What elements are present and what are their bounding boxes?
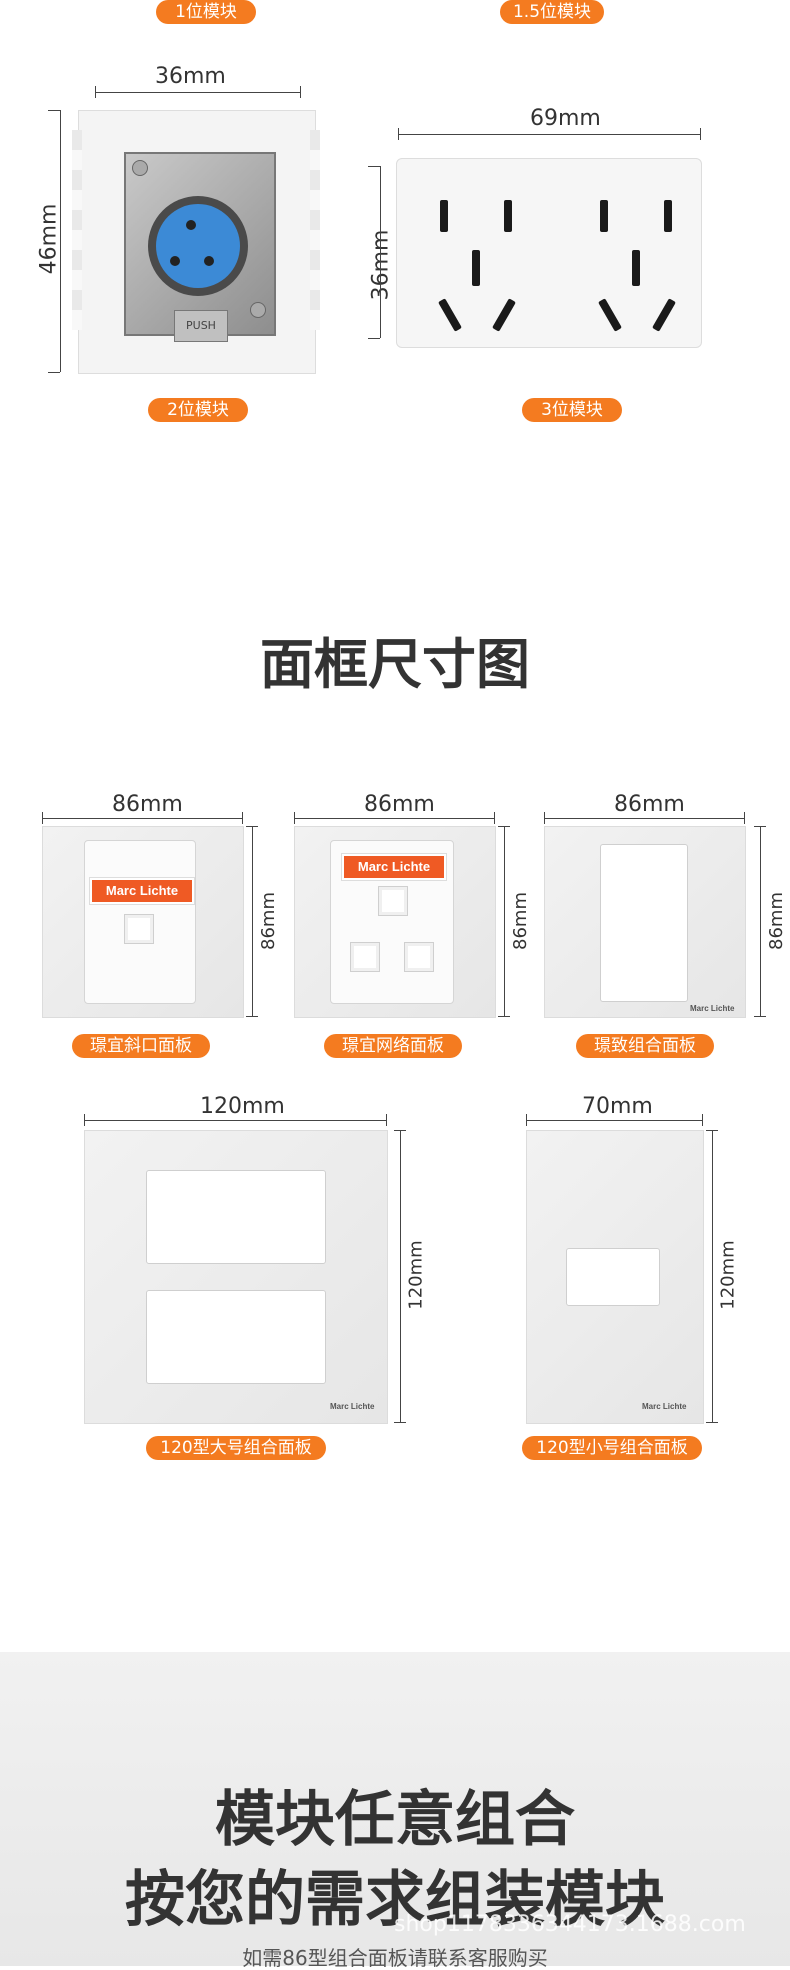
brand-label: Marc Lichte <box>342 854 446 880</box>
xlr-width-dim: 36mm <box>155 64 226 89</box>
label-1-module: 1位模块 <box>156 0 256 24</box>
panel-combo-height: 86mm <box>765 892 787 950</box>
label-2-module: 2位模块 <box>148 398 248 422</box>
panel-slant-label: 璟宜斜口面板 <box>72 1034 210 1058</box>
promo-line-1: 模块任意组合 <box>215 1785 575 1855</box>
panel-network-height: 86mm <box>509 892 531 950</box>
brand-mark: Marc Lichte <box>642 1402 687 1411</box>
panel-120-small-width: 70mm <box>582 1094 653 1119</box>
panel-120-large-width: 120mm <box>200 1094 285 1119</box>
label-3-module: 3位模块 <box>522 398 622 422</box>
panel-network-label: 璟宜网络面板 <box>324 1034 462 1058</box>
socket-module: 69mm 36mm <box>350 90 760 380</box>
panel-combo-label: 璟致组合面板 <box>576 1034 714 1058</box>
xlr-module: 36mm 46mm PUSH <box>0 60 340 380</box>
panel-combo: 86mm Marc Lichte 86mm <box>532 790 790 1060</box>
xlr-height-dim: 46mm <box>36 203 62 275</box>
socket-height-dim: 36mm <box>368 230 394 301</box>
panel-120-small-label: 120型小号组合面板 <box>522 1436 702 1460</box>
panel-120-large-height: 120mm <box>405 1240 427 1310</box>
watermark: shop1178336344173.1688.com <box>394 1912 746 1937</box>
promo-background <box>0 1652 790 1966</box>
push-latch: PUSH <box>174 310 228 342</box>
panel-slant-width: 86mm <box>112 792 183 817</box>
panel-120-small: 70mm Marc Lichte 120mm <box>506 1090 776 1440</box>
panel-120-large-label: 120型大号组合面板 <box>146 1436 326 1460</box>
frame-section-title: 面框尺寸图 <box>260 633 530 696</box>
panel-combo-width: 86mm <box>614 792 685 817</box>
panel-network: 86mm Marc Lichte 86mm <box>282 790 532 1060</box>
brand-mark: Marc Lichte <box>690 1004 735 1013</box>
socket-width-dim: 69mm <box>530 106 601 131</box>
panel-network-width: 86mm <box>364 792 435 817</box>
panel-slant: 86mm Marc Lichte 86mm <box>30 790 280 1060</box>
promo-line-2: 按您的需求组装模块 <box>125 1865 665 1935</box>
panel-120-small-height: 120mm <box>717 1240 739 1310</box>
brand-mark: Marc Lichte <box>330 1402 375 1411</box>
label-1-5-module: 1.5位模块 <box>500 0 604 24</box>
promo-subline: 如需86型组合面板请联系客服购买 <box>242 1946 548 1970</box>
panel-120-large: 120mm Marc Lichte 120mm <box>60 1090 440 1440</box>
brand-label: Marc Lichte <box>90 878 194 904</box>
panel-slant-height: 86mm <box>257 892 279 950</box>
